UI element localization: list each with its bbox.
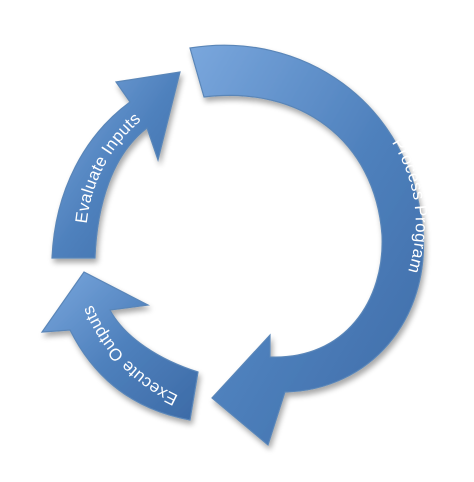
process-program-arrow-shape bbox=[189, 44, 425, 447]
execute-outputs-arrow-shape bbox=[40, 271, 199, 421]
process-program-arrow: Process Program bbox=[189, 44, 431, 447]
execute-outputs-arrow: Execute Outputs bbox=[40, 271, 199, 421]
evaluate-inputs-arrow: Evaluate Inputs bbox=[51, 71, 181, 259]
evaluate-inputs-arrow-shape bbox=[51, 71, 181, 259]
